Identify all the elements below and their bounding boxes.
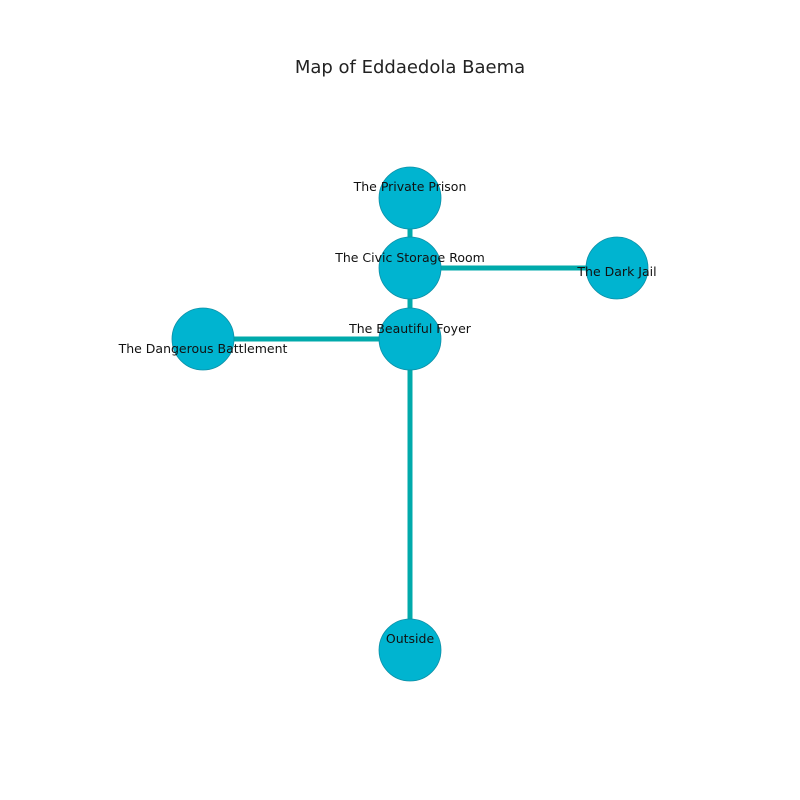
room-label-beautiful-foyer: The Beautiful Foyer <box>348 321 472 336</box>
room-label-dangerous-battlement: The Dangerous Battlement <box>118 341 288 356</box>
room-label-dark-jail: The Dark Jail <box>576 264 656 279</box>
room-node-beautiful-foyer <box>378 307 442 371</box>
rooms-layer <box>171 166 649 682</box>
room-node-dangerous-battlement <box>171 307 235 371</box>
room-node-civic-storage <box>378 236 442 300</box>
room-node-private-prison <box>378 166 442 230</box>
room-node-dark-jail <box>585 236 649 300</box>
room-label-private-prison: The Private Prison <box>353 179 467 194</box>
room-node-outside <box>378 618 442 682</box>
room-label-outside: Outside <box>386 631 435 646</box>
room-label-civic-storage: The Civic Storage Room <box>334 250 485 265</box>
map-title: Map of Eddaedola Baema <box>295 57 525 78</box>
